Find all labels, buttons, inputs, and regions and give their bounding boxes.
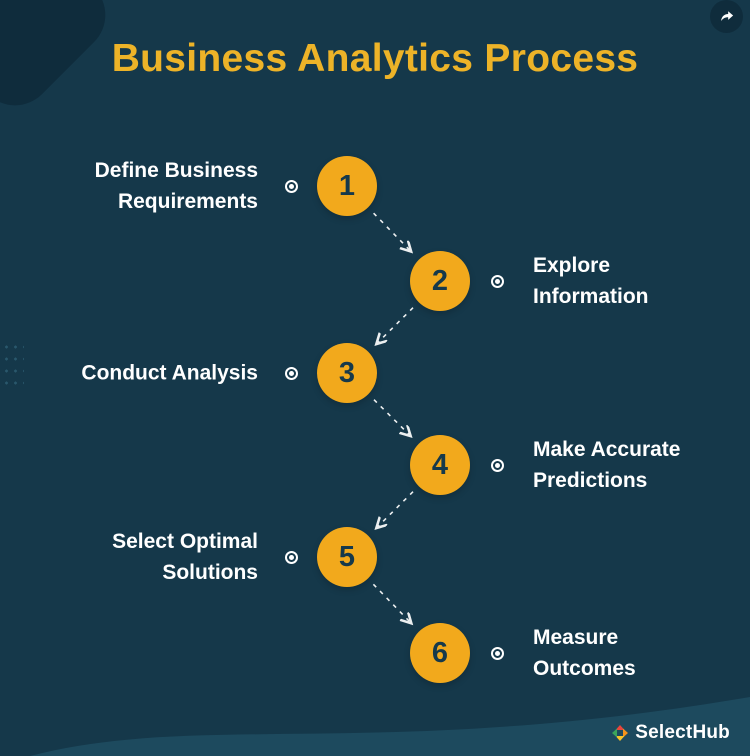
selecthub-logo: SelectHub [611,722,730,744]
step-circle-5: 5 [317,527,377,587]
step-circle-2: 2 [410,251,470,311]
step-label-6: Measure Outcomes [533,626,636,680]
logo-text-select: Select [635,722,693,743]
step-label-4: Make Accurate Predictions [533,438,681,492]
dot-grid-decoration [2,341,24,393]
step-label-1: Define Business Requirements [94,159,258,213]
share-arrow-icon [720,10,733,21]
page-title: Business Analytics Process [111,37,639,80]
step-label-3: Conduct Analysis [81,361,258,385]
share-button[interactable] [710,0,743,33]
step-circle-6: 6 [410,623,470,683]
step-circle-1: 1 [317,156,377,216]
target-bullet-icon [490,274,504,288]
step-circle-3: 3 [317,343,377,403]
selecthub-pinwheel-icon [612,725,629,741]
logo-text-hub: Hub [692,722,730,743]
step-circle-4: 4 [410,435,470,495]
target-bullet-icon [490,458,504,472]
target-bullet-icon [284,179,298,193]
step-label-2: Explore Information [533,254,649,308]
target-bullet-icon [490,646,504,660]
target-bullet-icon [284,366,298,380]
step-label-5: Select Optimal Solutions [112,530,258,584]
logo-text: SelectHub [635,722,730,744]
bottom-wave-decoration [30,697,750,756]
target-bullet-icon [284,550,298,564]
